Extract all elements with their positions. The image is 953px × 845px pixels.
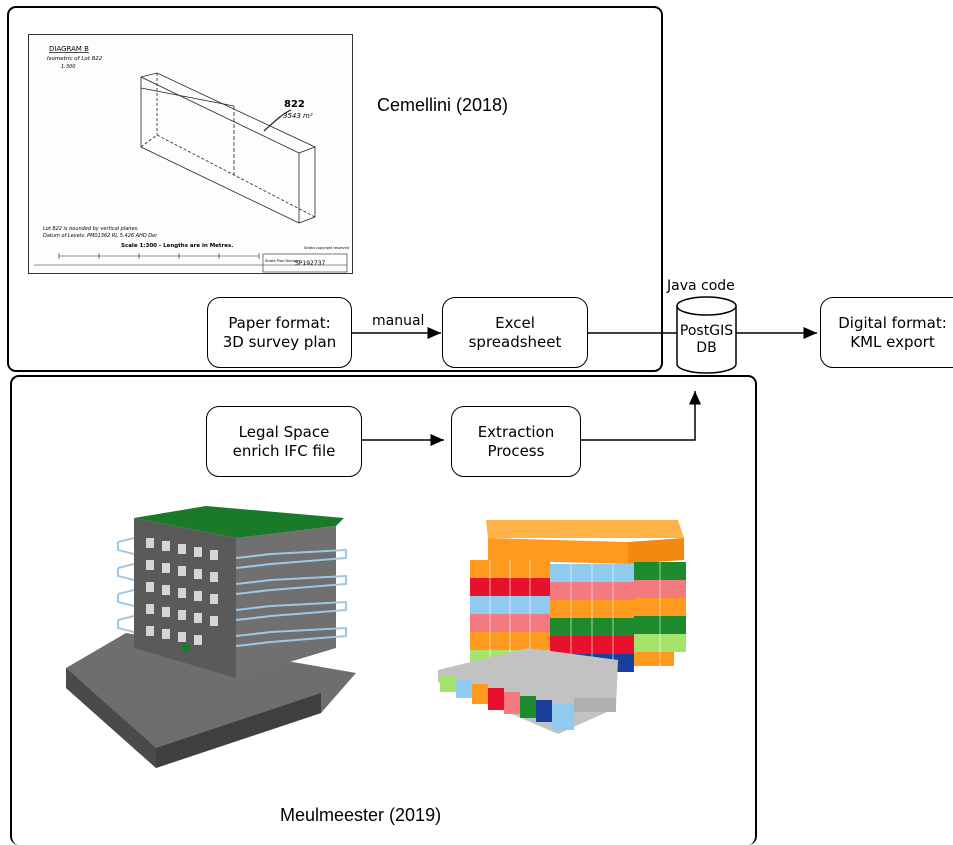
meulmeester-panel	[10, 375, 757, 845]
building-windows	[146, 538, 218, 645]
plan-number: SP192737	[295, 260, 326, 267]
legal-space-box: Legal Space enrich IFC file	[206, 406, 362, 477]
podium-front	[156, 693, 321, 768]
podium-side	[66, 668, 156, 768]
top-volume-side	[628, 538, 684, 564]
java-code-label: Java code	[667, 278, 735, 294]
top-volume-roof	[486, 520, 684, 538]
meulmeester-caption: Meulmeester (2019)	[280, 805, 442, 825]
plan-number-box	[262, 253, 348, 273]
digital-format-box: Digital format: KML export	[820, 297, 953, 368]
paper-format-box: Paper format: 3D survey plan	[207, 297, 352, 368]
balconies	[117, 537, 347, 647]
building-right-face	[236, 526, 336, 678]
survey-note-1: Lot 822 is bounded by vertical planes.	[43, 226, 139, 232]
copyright-note: Strata copyright reserved	[304, 246, 349, 250]
lot-number: 822	[284, 99, 305, 110]
lot-area: 3543 m²	[283, 112, 313, 120]
survey-note-2: Datum of Levels: PM01362 RL 5.426 AHD De…	[43, 233, 158, 239]
survey-plan-drawing: DIAGRAM B Isometric of Lot 822 1:300 822…	[34, 45, 349, 273]
entrance-door	[182, 644, 190, 652]
plan-label: Strata Plan Number	[265, 259, 300, 263]
extraction-process-box: Extraction Process	[451, 406, 581, 477]
ifc-building-model	[66, 506, 356, 768]
survey-subtitle: Isometric of Lot 822	[47, 56, 103, 62]
survey-scale-text: Scale 1:300 - Lengths are in Metres.	[121, 243, 233, 249]
leader-line	[263, 109, 292, 132]
isometric-block	[140, 72, 317, 224]
survey-plan-image: DIAGRAM B Isometric of Lot 822 1:300 822…	[28, 34, 353, 274]
scale-bar	[34, 253, 347, 266]
top-volume-front	[488, 538, 628, 564]
cemellini-caption: Cemellini (2018)	[377, 95, 509, 115]
survey-scale-ratio: 1:300	[61, 64, 75, 70]
postgis-db-label: PostGIS DB	[679, 323, 734, 356]
manual-label: manual	[372, 313, 425, 329]
building-roof	[134, 506, 344, 538]
podium-colored-spaces	[440, 676, 616, 730]
extracted-legal-spaces	[438, 520, 686, 734]
excel-spreadsheet-box: Excel spreadsheet	[442, 297, 588, 368]
survey-heading: DIAGRAM B	[49, 45, 89, 53]
